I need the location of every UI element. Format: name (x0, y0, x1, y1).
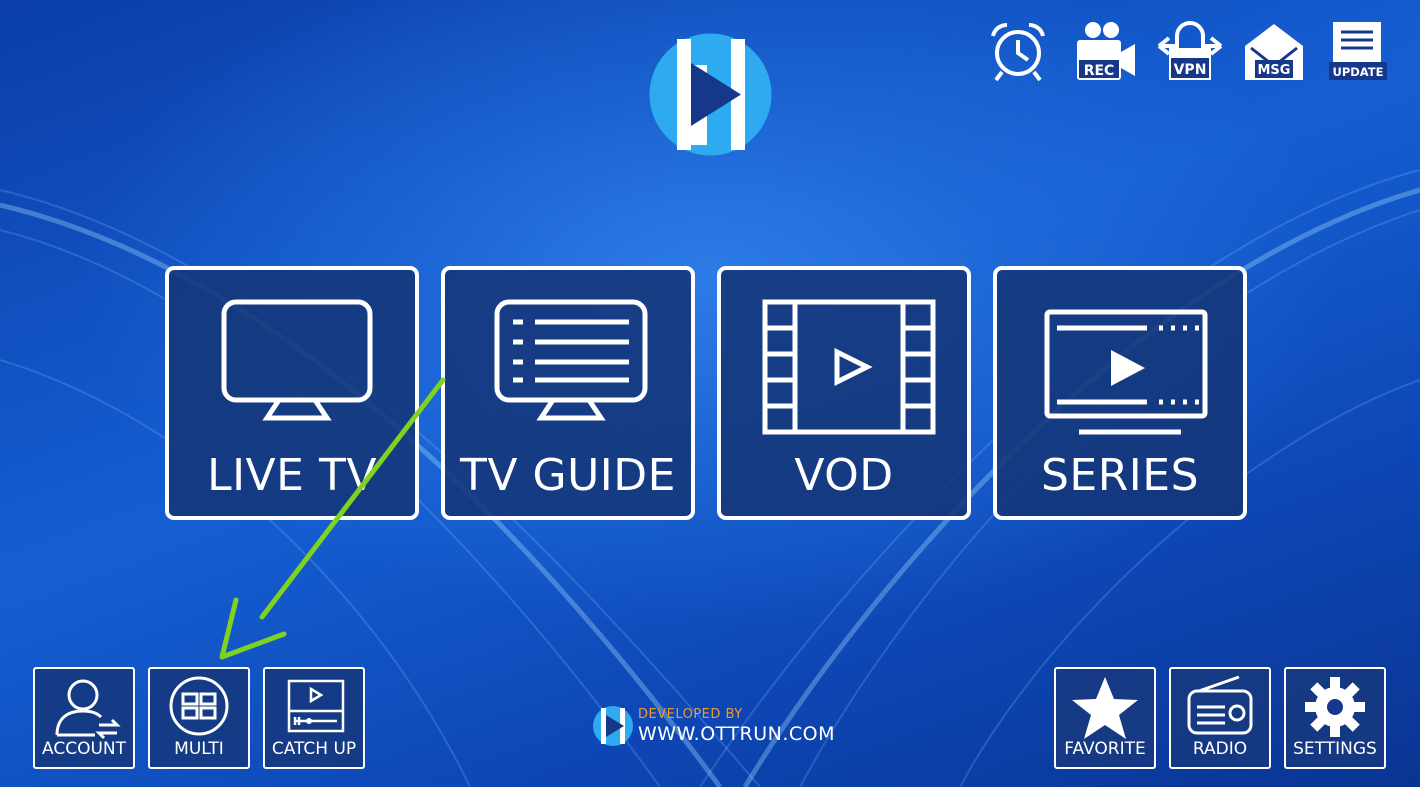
account-button[interactable]: ACCOUNT (33, 667, 135, 769)
favorite-label: FAVORITE (1064, 739, 1146, 759)
account-label: ACCOUNT (42, 739, 126, 759)
radio-icon (1187, 675, 1253, 735)
radio-label: RADIO (1192, 739, 1248, 759)
series-player-icon (1044, 309, 1208, 435)
developer-credit: DEVELOPED BY WWW.OTTRUN.COM (592, 705, 852, 749)
play-logo-icon (649, 33, 772, 156)
account-switch-icon (55, 679, 121, 740)
series-label: SERIES (1040, 450, 1199, 501)
vpn-icon: VPN (1157, 21, 1223, 80)
vod-label: VOD (794, 450, 894, 501)
gear-icon (1305, 677, 1365, 737)
multi-screen-icon (169, 676, 229, 736)
tv-guide-tile[interactable]: TV GUIDE (441, 266, 695, 520)
radio-button[interactable]: RADIO (1169, 667, 1271, 769)
developer-url: WWW.OTTRUN.COM (638, 723, 836, 745)
record-button[interactable]: REC (1073, 20, 1139, 82)
live-tv-tile[interactable]: LIVE TV (165, 266, 419, 520)
film-play-icon (762, 299, 936, 435)
vod-tile[interactable]: VOD (717, 266, 971, 520)
update-icon: UPDATE (1329, 22, 1387, 80)
series-tile[interactable]: SERIES (993, 266, 1247, 520)
message-icon: MSG (1245, 24, 1303, 80)
ottrun-logo-icon (593, 706, 633, 746)
catch-up-icon (287, 679, 345, 733)
record-icon: REC (1077, 22, 1135, 80)
tv-guide-icon (494, 299, 648, 421)
developed-by-label: DEVELOPED BY (638, 707, 743, 722)
vpn-label: VPN (1174, 62, 1207, 78)
multi-button[interactable]: MULTI (148, 667, 250, 769)
record-label: REC (1084, 63, 1115, 79)
multi-label: MULTI (174, 739, 224, 759)
live-tv-label: LIVE TV (207, 450, 377, 501)
alarm-icon (991, 23, 1045, 82)
top-toolbar: REC VPN MSG (985, 20, 1390, 82)
star-icon (1072, 677, 1138, 739)
vpn-button[interactable]: VPN (1157, 20, 1223, 82)
settings-label: SETTINGS (1293, 739, 1377, 759)
alarm-button[interactable] (985, 20, 1051, 82)
catch-up-button[interactable]: CATCH UP (263, 667, 365, 769)
tv-guide-label: TV GUIDE (460, 450, 676, 501)
settings-button[interactable]: SETTINGS (1284, 667, 1386, 769)
message-button[interactable]: MSG (1241, 20, 1307, 82)
update-button[interactable]: UPDATE (1325, 20, 1391, 82)
update-label: UPDATE (1332, 65, 1383, 79)
message-label: MSG (1258, 63, 1291, 78)
favorite-button[interactable]: FAVORITE (1054, 667, 1156, 769)
catch-up-label: CATCH UP (271, 739, 357, 759)
